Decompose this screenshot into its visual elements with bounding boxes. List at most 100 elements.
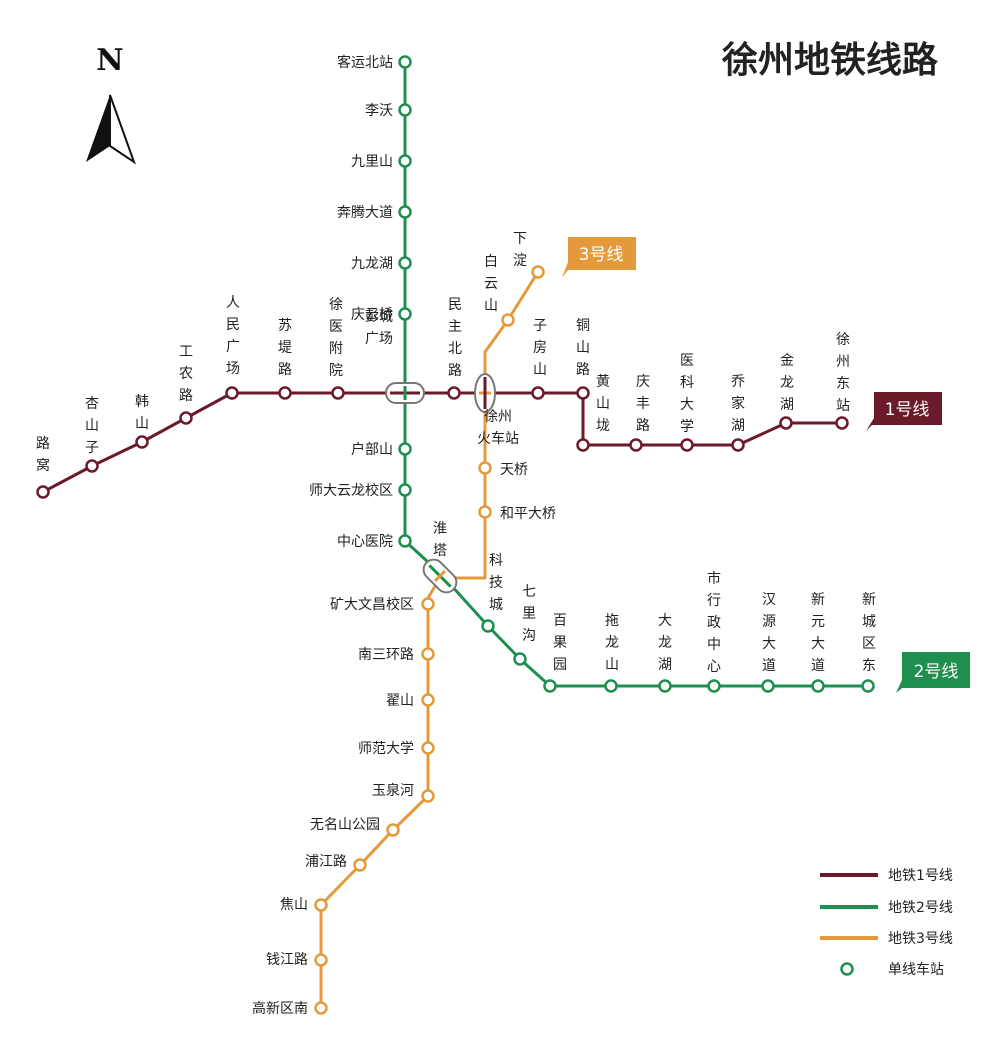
station-line2-0[interactable]	[398, 55, 412, 69]
station-label-char: 子	[85, 440, 99, 456]
transfer-pengcheng-guangchang[interactable]	[385, 382, 425, 404]
station-line1-13[interactable]	[629, 438, 643, 452]
line-paths	[42, 62, 868, 1008]
station-line2-12[interactable]	[513, 652, 527, 666]
station-label-char: 路	[576, 362, 590, 378]
station-label: 翟山	[386, 693, 414, 709]
station-line3-10[interactable]	[421, 789, 435, 803]
station-line3-15[interactable]	[314, 1001, 328, 1015]
station-line3-9[interactable]	[421, 741, 435, 755]
station-label-char: 路	[448, 363, 462, 379]
transfer-huaita[interactable]	[419, 555, 460, 596]
station-label-char: 徐	[329, 297, 343, 313]
station-line1-0[interactable]	[36, 485, 50, 499]
station-label-char: 医	[329, 319, 343, 335]
station-label-char: 城	[489, 597, 503, 613]
station-label-char: 民	[226, 317, 240, 333]
transfer-xuzhou-railway-station[interactable]	[474, 373, 496, 413]
station-line3-6[interactable]	[421, 597, 435, 611]
station-label-char: 中	[707, 637, 721, 653]
station-line3-4[interactable]	[478, 505, 492, 519]
station-label: 户部山	[351, 441, 393, 458]
station-line1-17[interactable]	[835, 416, 849, 430]
station-line2-9[interactable]	[398, 534, 412, 548]
station-line1-1[interactable]	[85, 459, 99, 473]
station-label-char: 白	[484, 254, 498, 270]
station-line1-10[interactable]	[531, 386, 545, 400]
station-line2-8[interactable]	[398, 483, 412, 497]
station-label-char: 山	[533, 362, 547, 378]
station-label-char: 下	[513, 231, 527, 247]
station-line2-2[interactable]	[398, 154, 412, 168]
station-label-char: 新	[811, 592, 825, 608]
station-label-char: 区	[862, 636, 876, 652]
station-line2-18[interactable]	[811, 679, 825, 693]
station-line1-16[interactable]	[779, 416, 793, 430]
station-line3-11[interactable]	[386, 823, 400, 837]
station-line1-11[interactable]	[576, 386, 590, 400]
station-line2-19[interactable]	[861, 679, 875, 693]
station-labels: 路窝杏山子韩山工农路人民广场苏堤路徐医附院民主北路子房山铜山路黄山垅庆丰路医科大…	[36, 54, 876, 1017]
station-line2-16[interactable]	[707, 679, 721, 693]
station-label-char: 山	[596, 396, 610, 412]
station-line3-0[interactable]	[531, 265, 545, 279]
station-line2-1[interactable]	[398, 103, 412, 117]
station-line1-14[interactable]	[680, 438, 694, 452]
station-line2-4[interactable]	[398, 256, 412, 270]
station-line2-7[interactable]	[398, 442, 412, 456]
station-label-char: 大	[811, 636, 825, 652]
station-label-char: 大	[680, 397, 694, 413]
station-label-char: 农	[179, 366, 193, 382]
station-line2-17[interactable]	[761, 679, 775, 693]
station-label-char: 路	[36, 436, 50, 452]
station-line3-8[interactable]	[421, 693, 435, 707]
station-line1-5[interactable]	[278, 386, 292, 400]
station-label-char: 元	[811, 614, 825, 630]
station-line2-11[interactable]	[481, 619, 495, 633]
station-line1-15[interactable]	[731, 438, 745, 452]
station-label: 师范大学	[358, 740, 414, 757]
station-label-char: 城	[862, 614, 876, 630]
station-label: 南三环路	[358, 647, 414, 663]
station-line3-3[interactable]	[478, 461, 492, 475]
station-label-char: 山	[605, 657, 619, 673]
station-line2-13[interactable]	[543, 679, 557, 693]
station-label-char: 民	[448, 297, 462, 313]
station-label-char: 行	[707, 593, 721, 609]
line2-tag[interactable]: 2号线	[896, 652, 970, 693]
station-label: 矿大文昌校区	[330, 596, 414, 613]
transfer-station-label: 彭城	[365, 309, 393, 325]
line3-tag[interactable]: 3号线	[562, 237, 636, 278]
legend-line1-label: 地铁1号线	[888, 868, 953, 884]
station-line3-13[interactable]	[314, 898, 328, 912]
station-line3-1[interactable]	[501, 313, 515, 327]
station-line2-3[interactable]	[398, 205, 412, 219]
station-label-char: 东	[836, 376, 850, 392]
station-markers	[36, 55, 875, 1015]
station-label-char: 山	[576, 340, 590, 356]
legend-station-label: 单线车站	[888, 961, 944, 978]
station-line3-12[interactable]	[353, 858, 367, 872]
station-line2-5[interactable]	[398, 307, 412, 321]
station-line1-12[interactable]	[576, 438, 590, 452]
north-arrow-icon: N	[86, 43, 136, 165]
station-line2-14[interactable]	[604, 679, 618, 693]
station-label-char: 广	[226, 339, 240, 355]
station-label-char: 园	[553, 657, 567, 673]
station-line2-15[interactable]	[658, 679, 672, 693]
line1-tag[interactable]: 1号线	[866, 392, 942, 431]
station-line1-6[interactable]	[331, 386, 345, 400]
station-line1-8[interactable]	[447, 386, 461, 400]
station-label-char: 政	[707, 615, 721, 631]
station-label-char: 里	[522, 606, 536, 622]
station-line1-2[interactable]	[135, 435, 149, 449]
station-label-char: 黄	[596, 373, 610, 390]
station-label-char: 湖	[780, 397, 794, 413]
station-line3-7[interactable]	[421, 647, 435, 661]
station-line3-14[interactable]	[314, 953, 328, 967]
station-line1-3[interactable]	[179, 411, 193, 425]
station-label-char: 院	[329, 363, 343, 379]
station-line1-4[interactable]	[225, 386, 239, 400]
